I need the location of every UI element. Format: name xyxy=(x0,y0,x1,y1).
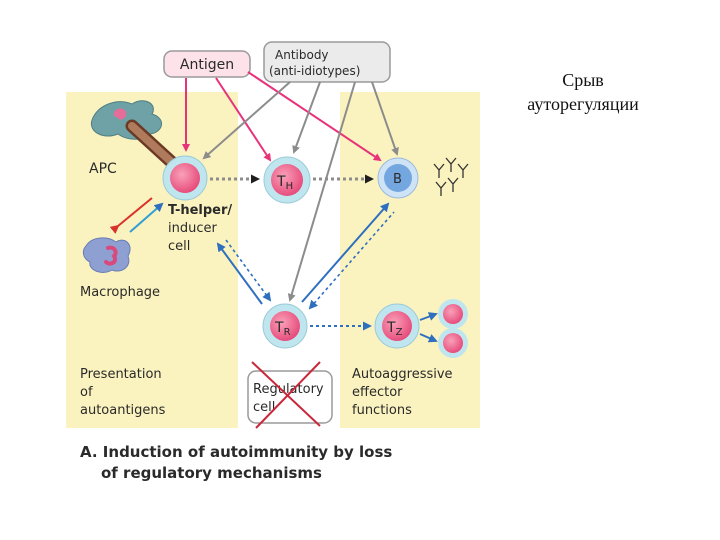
t-helper-tr-double-arrow xyxy=(216,239,272,305)
antibody-y-icons xyxy=(433,157,469,196)
macrophage-label: Macrophage xyxy=(80,285,160,300)
antigen-to-b-arrow xyxy=(247,71,382,162)
presentation-label-line2: of xyxy=(80,385,93,400)
th-cell xyxy=(271,164,303,196)
th-sub: H xyxy=(286,181,294,192)
antibody-to-th-arrow xyxy=(292,81,321,154)
antibody-box xyxy=(263,41,391,83)
effector-cell-top xyxy=(443,304,463,324)
autoaggressive-label-line2: effector xyxy=(352,385,403,400)
tz-cell xyxy=(382,311,412,341)
presentation-label-line3: autoantigens xyxy=(80,403,166,418)
presentation-label-line1: Presentation xyxy=(80,367,162,382)
effector-cell-bottom xyxy=(443,333,463,353)
slide-title: Срыв ауторегуляции xyxy=(498,68,668,116)
macrophage-nucleus xyxy=(104,245,118,266)
figure-caption-line1: A. Induction of autoimmunity by loss xyxy=(80,443,392,461)
regulatory-cross-line-2 xyxy=(255,361,321,429)
antibody-to-t-helper-arrow xyxy=(202,81,291,160)
antigen-label: Antigen xyxy=(180,57,234,73)
regulatory-label-line2: cell xyxy=(253,400,275,415)
regulatory-label-line1: Regulatory xyxy=(253,382,324,397)
tz-to-effector-top-arrow xyxy=(419,312,438,321)
b-cell-label: B xyxy=(393,172,402,187)
antibody-to-tr-arrow xyxy=(287,81,356,302)
macrophage-cell xyxy=(82,237,131,273)
tz-main: T xyxy=(386,320,396,336)
tz-sub: Z xyxy=(396,327,403,338)
autoaggressive-label-line1: Autoaggressive xyxy=(352,367,453,382)
tr-b-double-arrow xyxy=(301,202,395,310)
t-helper-cell xyxy=(170,163,200,193)
tr-sub: R xyxy=(284,327,291,338)
tr-cell xyxy=(270,311,300,341)
th-cell-label: TH xyxy=(276,174,293,192)
apc-nucleus xyxy=(113,108,127,120)
apc-to-macrophage-arrow xyxy=(109,197,153,234)
t-helper-label-line1: T-helper/ xyxy=(168,203,232,218)
autoaggressive-label-line3: functions xyxy=(352,403,412,418)
figure-caption-line2: of regulatory mechanisms xyxy=(101,464,322,482)
antigen-box xyxy=(163,50,251,78)
slide-title-line1: Срыв xyxy=(562,70,604,90)
tr-main: T xyxy=(274,320,284,336)
antibody-to-b-arrow xyxy=(371,81,399,156)
tz-to-effector-bottom-arrow xyxy=(419,333,438,343)
tz-cell-label: TZ xyxy=(386,320,403,338)
regulatory-cross-line-1 xyxy=(251,361,321,427)
antibody-label-line2: (anti-idiotypes) xyxy=(269,64,360,78)
antigen-to-th-arrow xyxy=(215,77,272,162)
apc-label: APC xyxy=(89,161,117,177)
th-main: T xyxy=(276,174,286,190)
t-helper-label-line2: inducer xyxy=(168,221,217,236)
antibody-label-line1: Antibody xyxy=(275,48,329,62)
t-helper-label-line3: cell xyxy=(168,239,190,254)
tr-cell-label: TR xyxy=(274,320,291,338)
macrophage-to-apc-arrow xyxy=(129,202,164,233)
slide-title-line2: ауторегуляции xyxy=(527,94,639,114)
b-cell xyxy=(384,164,412,192)
